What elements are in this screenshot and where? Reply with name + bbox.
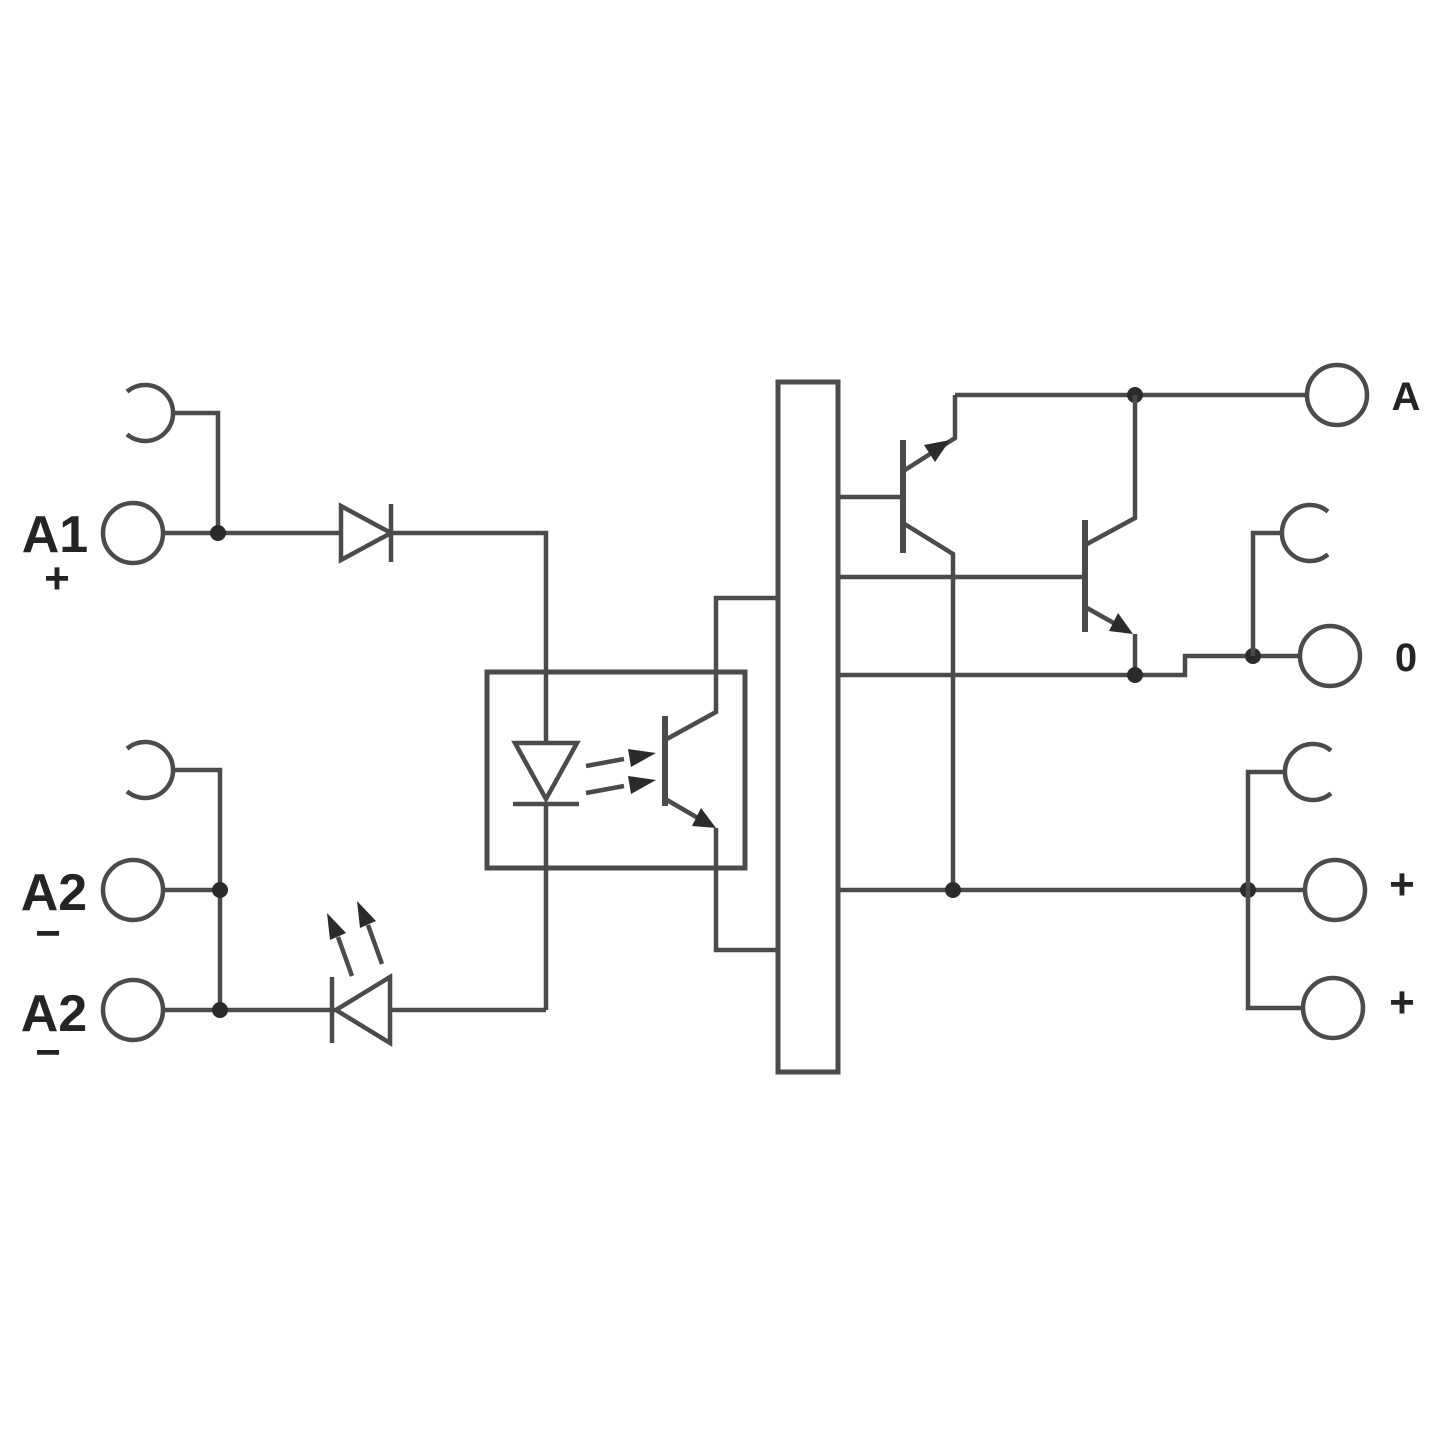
wire-to-plus-lower: [1245, 890, 1303, 1011]
terminal-a2-upper: [100, 857, 166, 923]
terminal-a2-upper-polarity: −: [35, 909, 61, 958]
wire-bridge-to-a1-junction: [172, 410, 221, 533]
transistor2-collector: [1085, 395, 1138, 546]
terminal-a2-lower-polarity: −: [35, 1028, 61, 1077]
wire-zero-rail: [838, 653, 1300, 678]
wire-zero-to-bridge: [1250, 530, 1284, 656]
disconnect-bridge-arc-icon: [125, 382, 176, 444]
output-terminals-section: A 0 + +: [1245, 362, 1421, 1041]
opto-led-icon: [511, 740, 581, 804]
junction-dot: [1127, 667, 1143, 683]
input-diode-icon: [338, 502, 396, 564]
terminal-plus-upper-label: +: [1389, 860, 1415, 909]
led-emission-arrow-shaft: [335, 936, 355, 977]
disconnect-bridge-arc-icon: [1282, 741, 1333, 803]
led-emission-arrow-shaft: [365, 924, 385, 965]
wire-opto-emitter-to-barrier: [713, 828, 778, 953]
terminal-0: [1297, 623, 1363, 689]
junction-dot: [945, 882, 961, 898]
isolation-barrier: [775, 379, 841, 1075]
opto-phototransistor-collector: [663, 595, 778, 742]
opto-light-arrow-head: [628, 749, 656, 767]
wire-diode-to-optocoupler: [391, 530, 549, 745]
terminal-a2-lower: [100, 977, 166, 1043]
transistor1-emitter-arrow: [924, 440, 950, 462]
junction-dot: [210, 525, 226, 541]
wire-plus-to-bridge: [1245, 769, 1287, 890]
terminal-plus-upper: [1302, 857, 1368, 923]
transistor1-collector: [901, 521, 956, 890]
indicator-led-section: [327, 901, 546, 1048]
terminal-a2-lower-label: A2: [21, 985, 87, 1043]
opto-light-arrow-shaft: [585, 783, 625, 796]
opto-phototransistor-emitter-arrow: [692, 808, 716, 828]
disconnect-bridge-arc-icon: [1279, 502, 1330, 564]
junction-dot: [212, 882, 228, 898]
optocoupler-section: [484, 595, 778, 1010]
terminal-plus-lower: [1300, 975, 1366, 1041]
output-transistor-section: [838, 387, 1307, 898]
opto-light-arrow-shaft: [585, 756, 625, 769]
terminal-a1: [100, 500, 166, 566]
opto-light-arrow-head: [628, 776, 656, 794]
terminal-plus-lower-label: +: [1389, 978, 1415, 1027]
indicator-led-icon: [331, 972, 393, 1048]
terminal-a-label: A: [1392, 375, 1421, 419]
input-a2-section: A2 − A2 −: [21, 739, 336, 1077]
input-a1-section: A1 +: [22, 382, 549, 745]
junction-dot: [212, 1002, 228, 1018]
transistor2-emitter-arrow: [1109, 613, 1133, 634]
transistor1-emitter: [903, 395, 958, 472]
terminal-0-label: 0: [1395, 636, 1417, 680]
disconnect-bridge-arc-icon: [125, 739, 176, 801]
optocoupler-box: [484, 669, 748, 871]
terminal-a2-upper-label: A2: [21, 864, 87, 922]
led-emission-arrow-head: [327, 913, 346, 940]
wire-bridge-to-a2-junction: [172, 767, 223, 1010]
terminal-a1-polarity: +: [44, 554, 70, 603]
terminal-a: [1304, 362, 1370, 428]
terminal-a1-label: A1: [22, 506, 88, 564]
led-emission-arrow-head: [357, 901, 376, 928]
